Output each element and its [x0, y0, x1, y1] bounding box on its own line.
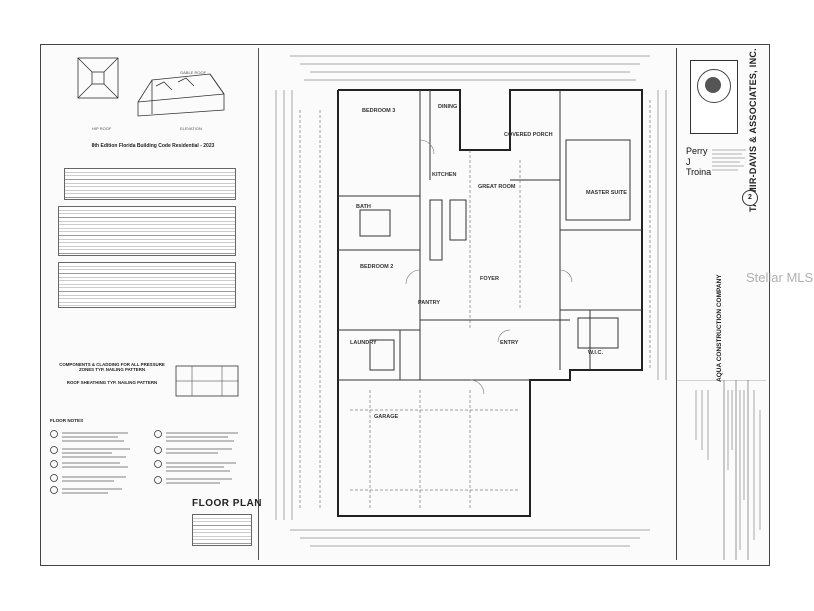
- room-great-room: GREAT ROOM: [478, 184, 516, 190]
- wind-load-table-3: [58, 262, 236, 308]
- room-entry: ENTRY: [500, 340, 519, 346]
- room-bath: BATH: [356, 204, 371, 210]
- room-wic: W.I.C.: [588, 350, 603, 356]
- elevation-label: ELEVATION: [180, 126, 202, 131]
- signer-name: Perry J Troina: [686, 146, 711, 178]
- room-dining: DINING: [438, 104, 458, 110]
- title-block-lines: [676, 380, 766, 560]
- firm-name: TAJMIR-DAVIS & ASSOCIATES, INC.: [748, 48, 758, 212]
- floor-plan-title: FLOOR PLAN: [192, 498, 262, 509]
- room-bedroom-2: BEDROOM 2: [360, 264, 394, 270]
- room-foyer: FOYER: [480, 276, 499, 282]
- seal-ring: [697, 69, 731, 103]
- room-master-suite: MASTER SUITE: [586, 190, 627, 196]
- engineer-seal: [690, 60, 738, 134]
- signature-note-lines: [712, 149, 746, 171]
- room-kitchen: KITCHEN: [432, 172, 457, 178]
- room-pantry: PANTRY: [418, 300, 440, 306]
- signer-line-3: Troina: [686, 167, 712, 177]
- sheet-number: 2: [742, 190, 758, 206]
- room-garage: GARAGE: [374, 414, 399, 420]
- hip-roof-label: HIP ROOF: [92, 126, 112, 131]
- notes-sidebar: [44, 48, 259, 560]
- digital-signature-note: [712, 148, 748, 180]
- seal-center: [705, 77, 721, 93]
- notes-symbols: [50, 430, 238, 494]
- signer-line-1: Perry: [686, 146, 708, 156]
- components-title: COMPONENTS & CLADDING FOR ALL PRESSURE Z…: [59, 362, 165, 372]
- floor-plan-drawing: [275, 55, 667, 547]
- room-laundry: LAUNDRY: [350, 340, 377, 346]
- notes-title: FLOOR NOTES: [50, 418, 84, 423]
- area-summary-table: [192, 514, 252, 546]
- room-covered-porch: COVERED PORCH: [504, 132, 553, 138]
- room-bedroom-3: BEDROOM 3: [362, 108, 396, 114]
- signer-line-2: J: [686, 156, 691, 167]
- nailing-pattern-diagram: [175, 365, 239, 397]
- title-block: [676, 48, 767, 560]
- wind-load-table-1: [64, 168, 236, 200]
- company-name: AQUA CONSTRUCTION COMPANY: [716, 274, 723, 382]
- wind-load-table-2: [58, 206, 236, 256]
- watermark: Stellar MLS: [746, 270, 814, 285]
- roof-diagrams: [77, 57, 225, 117]
- roof-sheathing-title: ROOF SHEATHING TYP. NAILING PATTERN: [66, 380, 158, 385]
- gable-roof-label: GABLE ROOF: [180, 70, 207, 75]
- code-title: 8th Edition Florida Building Code Reside…: [91, 143, 215, 149]
